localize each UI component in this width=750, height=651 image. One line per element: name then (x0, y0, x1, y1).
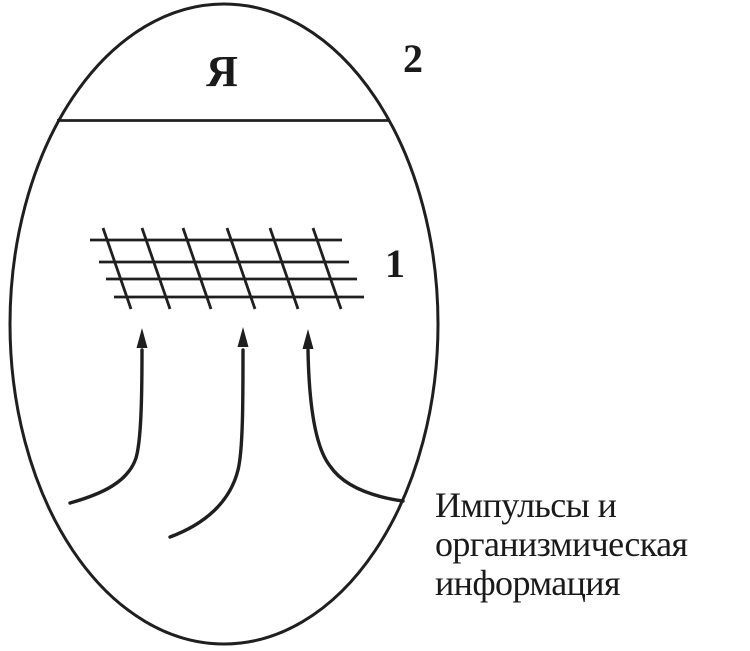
label-self-ya: Я (206, 47, 238, 96)
grid-diagonal-line (140, 227, 172, 310)
label-zone-2: 2 (403, 36, 423, 81)
label-zone-1: 1 (385, 241, 405, 286)
impulse-arrowhead (302, 329, 314, 349)
caption-line-2: организмическая (435, 524, 688, 564)
impulse-arrow-shaft (68, 348, 144, 505)
impulse-arrow-shaft (306, 348, 405, 503)
caption-line-1: Импульсы и (435, 485, 617, 525)
grid-diagonal-line (101, 227, 133, 310)
impulse-arrowhead (136, 328, 148, 348)
grid-diagonal-line (311, 227, 343, 310)
grid-diagonal-line (181, 227, 213, 310)
organism-ellipse (8, 2, 440, 646)
impulse-arrow-shaft (168, 348, 245, 539)
grid-diagonal-line (268, 227, 300, 310)
grid-diagonal-line (225, 227, 257, 310)
caption-line-3: информация (435, 563, 621, 603)
impulse-arrowhead (237, 327, 249, 347)
caption-impulses-info: Импульсы и организмическая информация (435, 485, 688, 603)
